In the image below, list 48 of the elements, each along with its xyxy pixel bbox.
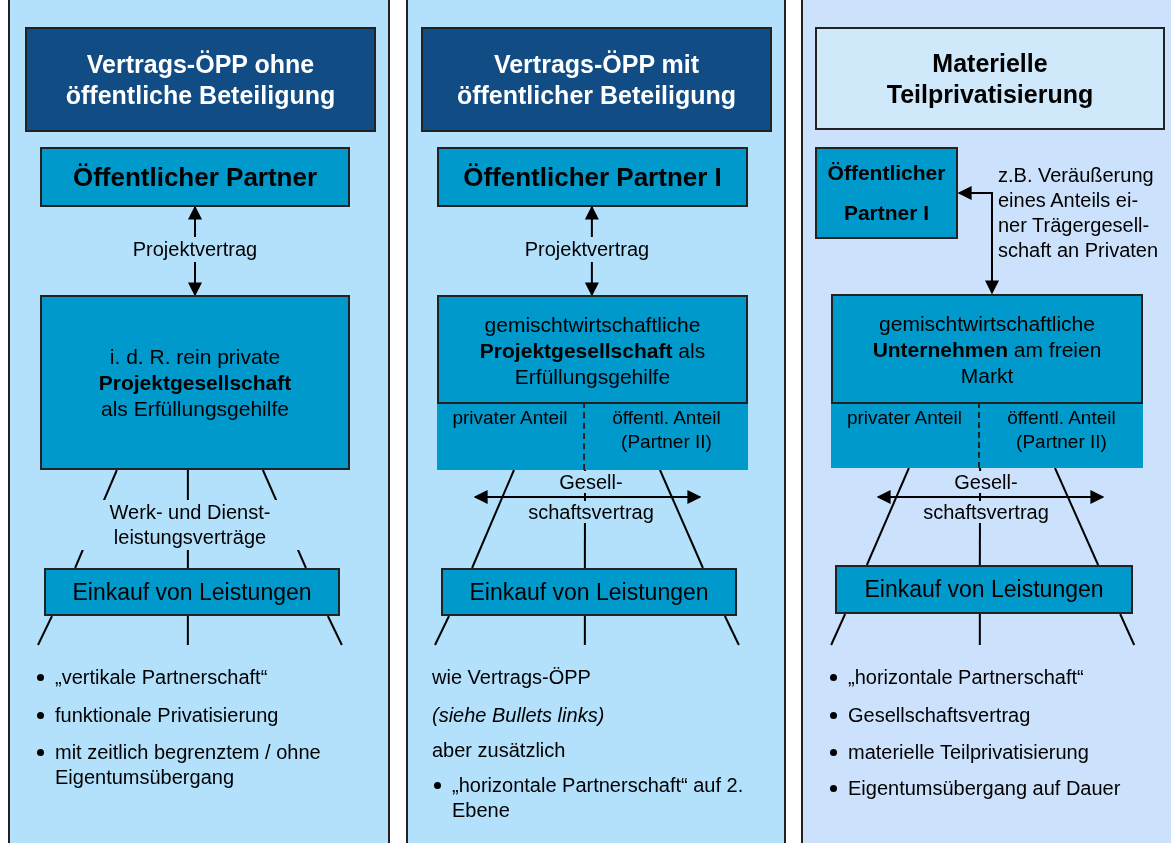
bullet-text: „vertikale Partnerschaft“ — [55, 665, 269, 690]
bullet-text: mit zeitlich begrenztem / ohne Eigentumsübergang — [55, 740, 322, 790]
company-label: gemischtwirtschaftliche Unternehmen am freien Markt — [871, 311, 1103, 389]
heading-box: Vertrags-ÖPP ohne öffentliche Beteiligung — [25, 27, 376, 132]
partner-box: Öffentlicher Partner I — [437, 147, 748, 207]
connector-line — [1119, 613, 1136, 646]
bullet-text: „horizontale Partnerschaft“ — [848, 665, 1085, 690]
arrow — [957, 186, 999, 295]
column-panel — [8, 0, 390, 843]
share-cell: öffentl. Anteil (Partner II) — [980, 402, 1143, 468]
connector-line — [1054, 467, 1100, 566]
note-text: wie Vertrags-ÖPP — [432, 665, 592, 690]
company-box — [437, 295, 748, 470]
bullet-text: Eigentumsübergang auf Dauer — [848, 776, 1122, 801]
connector-line — [583, 615, 586, 646]
bullet-text: „horizontale Partnerschaft“ auf 2. Ebene — [452, 773, 745, 823]
connector-line — [471, 469, 515, 569]
connector-line — [830, 613, 847, 646]
bullet-text: funktionale Privatisierung — [55, 703, 280, 728]
connector-line — [434, 615, 450, 646]
partner-box: Einkauf von Leistungen — [441, 568, 737, 616]
connector-line — [186, 615, 189, 646]
connector-line — [659, 469, 704, 569]
connector-line — [723, 615, 740, 646]
partner-box: Einkauf von Leistungen — [44, 568, 340, 616]
bullet-text: Gesellschaftsvertrag — [848, 703, 1032, 728]
company-label: gemischtwirtschaftliche Projektgesellschaft als Erfüllungsgehilfe — [478, 311, 707, 390]
share-cell: privater Anteil — [437, 402, 585, 470]
edge-label: Werk- und Dienst- leistungsverträge — [78, 500, 302, 550]
connector-line — [978, 613, 981, 646]
connector-line — [37, 615, 53, 646]
heading-box: Vertrags-ÖPP mit öffentlicher Beteiligung — [421, 27, 772, 132]
partner-box: Öffentlicher Partner I — [815, 147, 958, 239]
share-cell: öffentl. Anteil (Partner II) — [585, 402, 748, 470]
partner-box: Einkauf von Leistungen — [835, 565, 1133, 614]
bullet-text: materielle Teilprivatisierung — [848, 740, 1090, 765]
partner-box: Öffentlicher Partner — [40, 147, 350, 207]
partner-box: i. d. R. rein private Projektgesellschaft als Erfüllungsgehilfe — [40, 295, 350, 470]
column-panel — [801, 0, 1171, 843]
note-text: aber zusätzlich — [432, 738, 567, 763]
edge-label: z.B. Veräußerung eines Anteils ei- ner Trägergesell- schaft an Privaten — [998, 163, 1160, 263]
heading-box: Materielle Teilprivatisierung — [815, 27, 1165, 130]
connector-line — [865, 467, 910, 566]
column-panel — [406, 0, 786, 843]
company-box — [831, 294, 1143, 468]
note-text: (siehe Bullets links) — [432, 703, 606, 728]
share-cell: privater Anteil — [831, 402, 980, 468]
connector-line — [326, 615, 343, 646]
